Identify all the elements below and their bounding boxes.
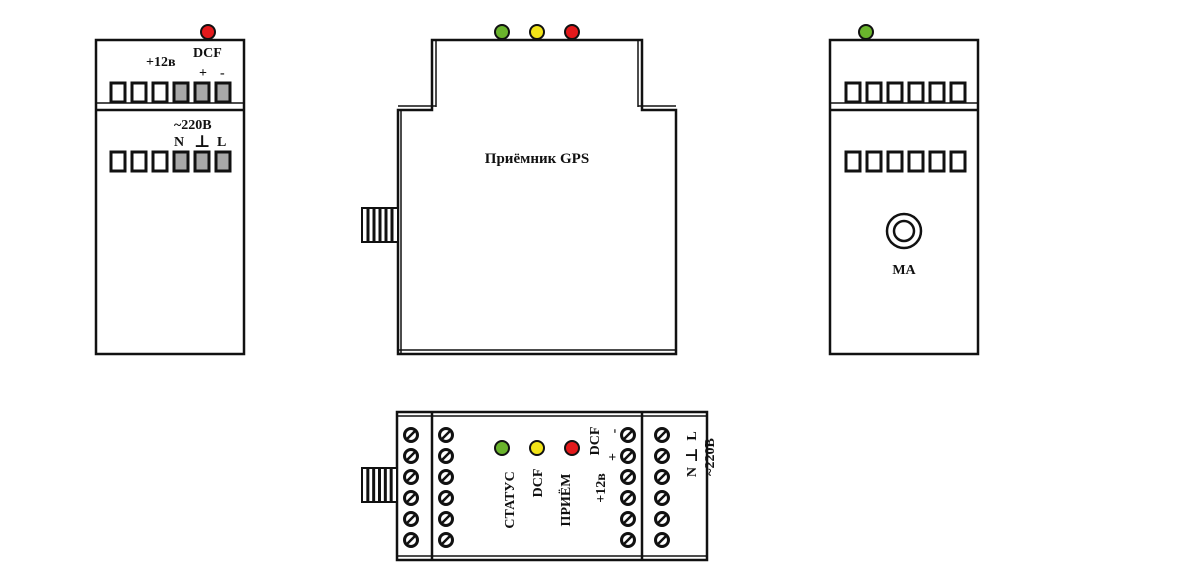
left-plus12-label: +12в — [146, 55, 176, 70]
bottom-ground-label: ⊥ — [684, 447, 701, 462]
right-top-terminal — [844, 81, 862, 104]
left-top-terminal — [109, 81, 127, 104]
right-inner-screw — [620, 532, 636, 548]
left-outer-screw — [403, 532, 419, 548]
left-bottom-terminal — [172, 150, 190, 173]
dcf-led-label: DCF — [531, 469, 546, 498]
center-red-led — [564, 24, 580, 40]
right-bottom-terminal — [886, 150, 904, 173]
right-inner-screw — [620, 511, 636, 527]
antenna-module: MA — [828, 24, 980, 356]
left-top-terminal — [151, 81, 169, 104]
right-bottom-terminal-row — [844, 150, 967, 173]
right-bottom-terminal — [928, 150, 946, 173]
right-outer-screw — [654, 511, 670, 527]
left-ground-label: ⊥ — [194, 132, 210, 151]
left-dcf-label: DCF — [193, 46, 222, 61]
right-top-terminal — [886, 81, 904, 104]
status-led-label: СТАТУС — [503, 471, 518, 528]
bottom-n-label: N — [685, 467, 700, 477]
left-outer-screw — [403, 490, 419, 506]
status-led — [494, 440, 510, 456]
center-module-outline — [396, 38, 678, 356]
bottom-plus12-label: +12в — [594, 473, 609, 503]
right-inner-screw — [620, 490, 636, 506]
left-bottom-terminal-row — [109, 150, 232, 173]
right-outer-screw — [654, 427, 670, 443]
left-bottom-terminal — [193, 150, 211, 173]
receiver-top-view: СТАТУС DCF ПРИЁМ DCF - + +12в L ⊥ N ~220… — [361, 410, 718, 562]
left-top-terminal — [193, 81, 211, 104]
center-yellow-led — [529, 24, 545, 40]
center-green-led — [494, 24, 510, 40]
right-inner-screw — [620, 448, 636, 464]
left-inner-screw — [438, 490, 454, 506]
right-bottom-terminal — [949, 150, 967, 173]
center-side-connector — [361, 207, 399, 243]
receive-led-label: ПРИЁМ — [558, 474, 574, 527]
gps-receiver-module: Приёмник GPS — [361, 24, 678, 356]
left-dcf-plus-label: + — [199, 66, 207, 81]
left-inner-screw — [438, 511, 454, 527]
left-outer-screw — [403, 427, 419, 443]
left-outer-screw — [403, 469, 419, 485]
left-inner-screw — [438, 448, 454, 464]
right-top-terminal — [907, 81, 925, 104]
bottom-plus-label: + — [606, 453, 621, 461]
left-bottom-terminal — [214, 150, 232, 173]
dcf-led — [529, 440, 545, 456]
left-top-terminal-row — [109, 81, 232, 104]
antenna-connector-inner — [892, 219, 916, 243]
bottom-voltage-label: ~220В — [703, 438, 718, 476]
right-outer-screw — [654, 448, 670, 464]
right-module-green-led — [858, 24, 874, 40]
gps-receiver-title: Приёмник GPS — [485, 151, 589, 167]
power-supply-module: +12в DCF + - ~220В N ⊥ L — [94, 24, 246, 356]
left-outer-screw — [403, 448, 419, 464]
left-l-label: L — [217, 135, 226, 150]
left-module-red-led — [200, 24, 216, 40]
screw-terminal-columns — [403, 427, 670, 548]
bottom-side-connector — [361, 467, 398, 503]
right-bottom-terminal — [865, 150, 883, 173]
left-voltage-label: ~220В — [174, 118, 212, 133]
right-bottom-terminal — [907, 150, 925, 173]
right-top-terminal — [949, 81, 967, 104]
right-inner-screw — [620, 469, 636, 485]
right-outer-screw — [654, 490, 670, 506]
left-inner-screw — [438, 532, 454, 548]
left-dcf-minus-label: - — [220, 66, 225, 81]
receive-led — [564, 440, 580, 456]
left-inner-screw — [438, 469, 454, 485]
left-inner-screw — [438, 427, 454, 443]
antenna-label: MA — [892, 263, 916, 278]
left-outer-screw — [403, 511, 419, 527]
right-outer-screw — [654, 532, 670, 548]
right-top-terminal — [928, 81, 946, 104]
left-top-terminal — [214, 81, 232, 104]
right-bottom-terminal — [844, 150, 862, 173]
left-bottom-terminal — [151, 150, 169, 173]
right-top-terminal-row — [844, 81, 967, 104]
left-bottom-terminal — [109, 150, 127, 173]
left-top-terminal — [172, 81, 190, 104]
right-top-terminal — [865, 81, 883, 104]
bottom-minus-label: - — [607, 428, 622, 433]
bottom-dcf-label: DCF — [588, 427, 603, 456]
left-bottom-terminal — [130, 150, 148, 173]
left-n-label: N — [174, 135, 184, 150]
right-inner-screw — [620, 427, 636, 443]
bottom-l-label: L — [685, 431, 700, 440]
right-outer-screw — [654, 469, 670, 485]
left-top-terminal — [130, 81, 148, 104]
